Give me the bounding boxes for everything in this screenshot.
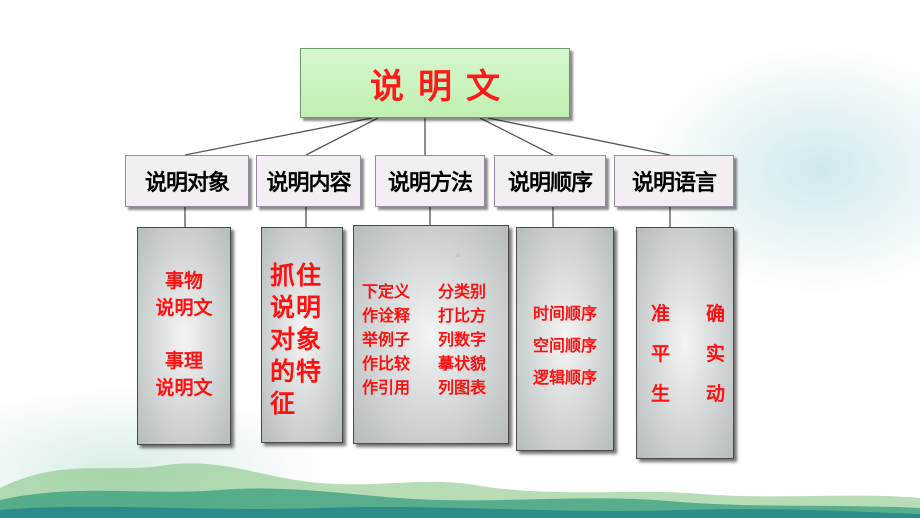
language-grid: 准 确 平 实 生 动: [651, 294, 725, 414]
methods-right-column: 分类别 打比方 列数字 摹状貌 列图表: [438, 280, 486, 400]
language-char: 动: [705, 383, 725, 405]
panel-content: 抓住说明对象的特征: [261, 227, 343, 443]
language-char: 准: [651, 303, 671, 325]
category-label: 说明语言: [631, 171, 717, 196]
method-item: 下定义: [362, 282, 411, 301]
order-item: 空间顺序: [532, 336, 597, 355]
category-label: 说明方法: [387, 171, 473, 196]
method-item: 分类别: [438, 282, 487, 301]
panel-objects: 事物 说明文 事理 说明文: [137, 227, 231, 445]
methods-left-column: 下定义 作诠释 举例子 作比较 作引用: [362, 280, 410, 400]
method-item: 列数字: [438, 330, 487, 349]
hills-decoration: [0, 463, 920, 518]
language-row: 平 实: [651, 334, 725, 374]
category-label: 说明内容: [266, 171, 351, 196]
language-row: 准 确: [651, 294, 725, 334]
root-node: 说明文: [300, 48, 570, 118]
language-char: 平: [651, 343, 671, 365]
objects-line: 说明文: [155, 377, 213, 399]
method-item: 作引用: [362, 378, 411, 397]
objects-line: 说明文: [155, 297, 213, 319]
method-item: 举例子: [362, 330, 411, 349]
method-item: 作诠释: [362, 306, 411, 325]
category-label: 说明顺序: [507, 171, 593, 196]
language-char: 生: [651, 383, 671, 405]
panel-language: 准 确 平 实 生 动: [636, 227, 734, 459]
language-row: 生 动: [651, 374, 725, 414]
order-item: 逻辑顺序: [532, 368, 597, 387]
language-char: 确: [705, 303, 725, 325]
panel-order: 时间顺序 空间顺序 逻辑顺序: [516, 227, 614, 451]
order-item: 时间顺序: [532, 304, 597, 323]
root-label: 说明文: [370, 66, 514, 107]
category-language: 说明语言: [614, 155, 734, 207]
method-item: 摹状貌: [438, 354, 487, 373]
method-item: 列图表: [438, 378, 487, 397]
panel-methods: 下定义 作诠释 举例子 作比较 作引用 分类别 打比方 列数字 摹状貌 列图表: [353, 225, 509, 444]
method-item: 打比方: [438, 306, 487, 325]
category-objects: 说明对象: [125, 155, 249, 207]
content-text: 抓住说明对象的特征: [270, 261, 323, 418]
category-methods: 说明方法: [375, 155, 485, 207]
dot-mark: [456, 253, 460, 257]
method-item: 作比较: [362, 354, 411, 373]
objects-line: 事理: [164, 350, 203, 372]
objects-line: 事物: [164, 270, 203, 292]
language-char: 实: [705, 343, 725, 365]
order-list: 时间顺序 空间顺序 逻辑顺序: [517, 298, 613, 394]
category-content: 说明内容: [256, 155, 361, 207]
category-label: 说明对象: [144, 171, 230, 196]
category-order: 说明顺序: [494, 155, 606, 207]
